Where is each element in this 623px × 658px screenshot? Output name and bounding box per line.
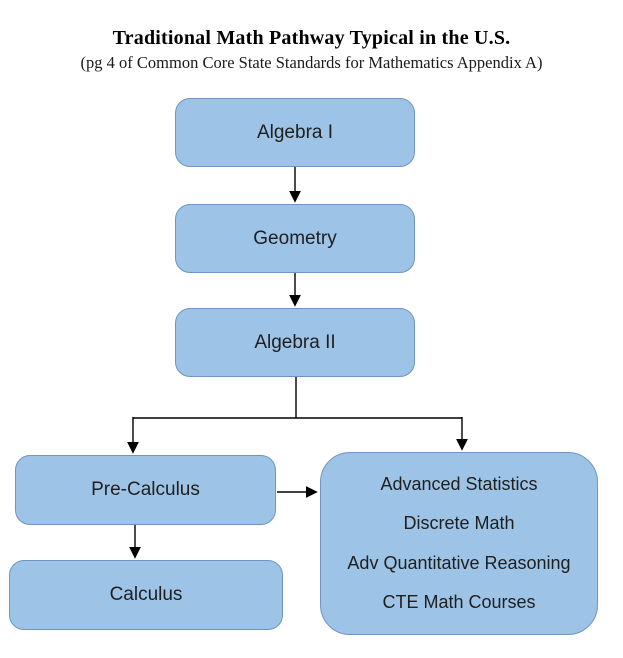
node-geometry-label: Geometry: [253, 227, 337, 249]
node-algebra-2-label: Algebra II: [254, 331, 336, 353]
node-advanced-options: Advanced Statistics Discrete Math Adv Qu…: [320, 452, 598, 635]
node-adv-quantitative-reasoning-label: Adv Quantitative Reasoning: [347, 552, 571, 573]
node-geometry: Geometry: [175, 204, 415, 273]
node-algebra-1-label: Algebra I: [256, 121, 334, 143]
node-calculus: Calculus: [9, 560, 283, 630]
diagram-title: Traditional Math Pathway Typical in the …: [112, 27, 511, 49]
node-pre-calculus: Pre-Calculus: [15, 455, 276, 525]
node-discrete-math-label: Discrete Math: [403, 513, 515, 534]
node-algebra-2: Algebra II: [175, 308, 415, 377]
node-algebra-1: Algebra I: [175, 98, 415, 167]
node-advanced-statistics-label: Advanced Statistics: [380, 474, 538, 495]
node-pre-calculus-label: Pre-Calculus: [91, 479, 200, 500]
node-cte-math-courses-label: CTE Math Courses: [382, 591, 536, 612]
node-calculus-label: Calculus: [109, 584, 183, 605]
diagram-subtitle: (pg 4 of Common Core State Standards for…: [80, 53, 543, 72]
